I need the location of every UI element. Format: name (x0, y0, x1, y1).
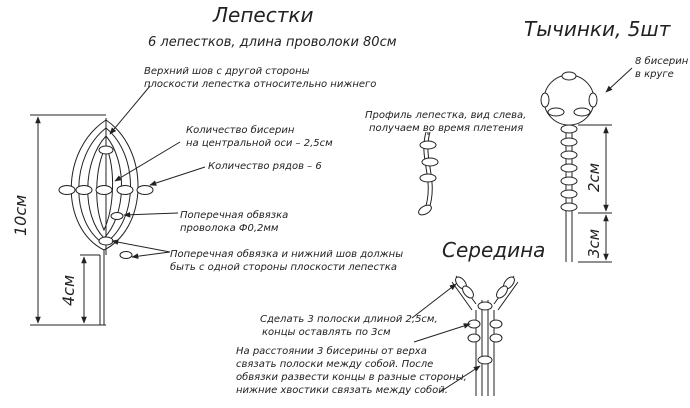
stamens-dim-lower: 3см (585, 229, 603, 258)
note-bead-count-line1: Количество бисерин (186, 124, 295, 136)
stamen-drawing (540, 71, 598, 262)
petals-subtitle: 6 лепестков, длина проволоки 80см (148, 35, 397, 50)
stamens-title: Тычинки, 5шт (524, 17, 672, 41)
note-top-seam-line1: Верхний шов с другой стороны (144, 66, 310, 77)
petal-dimensions (30, 114, 106, 326)
note-rows: Количество рядов – 6 (208, 161, 322, 172)
center-note-line4: связать полоски между собой. После (236, 358, 433, 370)
center-note-line2: концы оставлять по 3см (262, 327, 391, 338)
profile-note-line1: Профиль лепестка, вид слева, (365, 110, 526, 121)
bead-row (58, 185, 154, 195)
stamens-note-line1: 8 бисерин (635, 55, 689, 67)
petals-title: Лепестки (212, 3, 313, 27)
stamen-dimensions (578, 124, 612, 263)
petal-drawing (58, 118, 154, 325)
center-note-line6: нижние хвостики связать между собой. (236, 384, 448, 396)
note-top-seam-line2: плоскости лепестка относительно нижнего (144, 79, 376, 90)
petal-dim-stem: 4см (59, 275, 78, 306)
center-drawing (451, 275, 519, 396)
note-bottom-line1: Поперечная обвязка и нижний шов должны (170, 248, 403, 260)
note-bottom-line2: быть с одной стороны плоскости лепестка (170, 261, 397, 273)
center-leaders (411, 283, 481, 393)
profile-note-line2: получаем во время плетения (369, 123, 523, 134)
center-note-line5: обвязки развести концы в разные стороны, (236, 371, 467, 383)
petal-profile (418, 131, 439, 216)
center-note-line3: На расстоянии 3 бисерины от верха (236, 345, 427, 357)
note-tie-line2: проволока Ф0,2мм (180, 223, 279, 234)
note-tie-line1: Поперечная обвязка (180, 209, 288, 221)
stamens-leader (605, 67, 633, 93)
stamens-dim-upper: 2см (585, 163, 603, 192)
center-note-line1: Сделать 3 полоски длиной 2,5см, (260, 314, 438, 325)
stamens-note-line2: в круге (635, 69, 674, 80)
center-title: Середина (442, 238, 545, 262)
petal-leaders (109, 85, 206, 259)
note-bead-count-line2: на центральной оси – 2,5см (186, 138, 333, 149)
petal-dim-total: 10см (11, 195, 30, 236)
